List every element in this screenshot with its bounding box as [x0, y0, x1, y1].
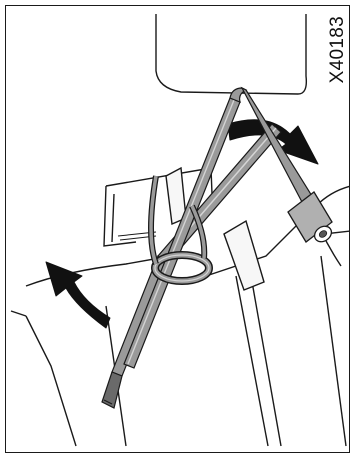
wrench-socket	[288, 192, 334, 245]
tool-removal-illustration	[6, 6, 350, 453]
figure-frame: X40183	[5, 5, 350, 453]
screwdriver-tip	[102, 372, 122, 408]
wheel-wrench	[124, 88, 334, 368]
upper-panel-curve	[156, 14, 306, 94]
figure-reference-code: X40183	[328, 16, 347, 83]
